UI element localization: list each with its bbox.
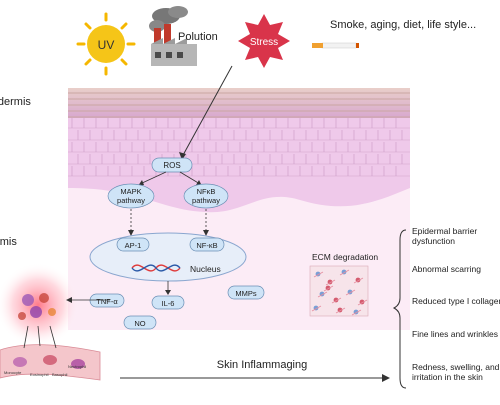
no-node [123,315,157,330]
mapk-label-line1: MAPK [120,187,141,196]
trigger-arrowhead [179,152,186,160]
dna-helix-icon [131,264,181,272]
outcome-wrinkles: Fine lines and wrinkles [412,329,498,339]
mapk-pathway-node [107,183,155,209]
trigger-arrow [181,65,233,158]
stress-label: Stress [250,37,278,48]
inflammaging-label: Skin Inflammaging [217,359,308,371]
blood-vessel [0,344,101,381]
ros-mapk-arrow [139,171,167,185]
nfkb-label-line2: pathway [192,196,220,205]
tnf-node [89,293,125,308]
cell-label-basophil: Basophil [52,372,67,377]
inflammation-glow [0,263,80,347]
cell-label-eosinophil: Eosinophil [30,372,49,377]
outcome-scarring: Abnormal scarring [412,264,481,274]
outcome-barrier: Epidermal barrier [412,226,477,236]
nfkb-nfkb-arrowhead [203,230,209,236]
ap1-node [116,237,150,252]
ros-label: ROS [163,161,180,170]
inflammaging-arrowhead [382,374,390,382]
ros-node [151,157,193,173]
epidermis-layer [68,90,410,213]
cell-label-monocyte: Monocyte [4,370,22,375]
outcome-brace [392,229,407,389]
outcome-redness-2: irritation in the skin [412,372,483,382]
nucleus-il6-arrowhead [165,290,171,295]
cytokine-to-cells-arrowhead [66,297,72,303]
il6-label: IL-6 [162,299,175,308]
immune-cells-icon [18,293,56,320]
stratum-corneum [68,88,410,118]
ros-nfkb-arrow [179,171,201,185]
mmps-node [227,285,265,300]
ap1-label: AP-1 [125,241,142,250]
outcome-collagen: Reduced type I collagen [412,296,500,306]
no-label: NO [134,319,145,328]
lifestyle-label: Smoke, aging, diet, life style... [330,19,476,31]
factory-pollution-icon: Polution [149,6,218,66]
cigarette-icon [312,42,359,49]
epidermis-label: Epidermis [0,96,31,108]
tnf-label: TNF-α [96,297,118,306]
nfkb-label-line1: NFκB [197,187,216,196]
outcome-redness: Redness, swelling, and [412,362,500,372]
ecm-label: ECM degradation [312,252,378,262]
nfkb-pathway-node [183,183,229,209]
mmps-label: MMPs [235,289,256,298]
nucleus-label: Nucleus [190,264,221,274]
mapk-ap1-arrowhead [128,230,134,236]
pollution-label: Polution [178,31,218,43]
stress-star-icon: Stress [238,14,290,68]
outcome-barrier-2: dysfunction [412,236,455,246]
mapk-label-line2: pathway [117,196,145,205]
keratinocyte-grid [68,127,410,177]
outcome-list: Epidermal barrier dysfunction Abnormal s… [412,226,500,382]
cell-label-neutrophil: Neutrophil [68,364,86,369]
uv-label: UV [98,38,115,52]
dermis-label: Dermis [0,236,17,248]
uv-sun-icon: UV [76,12,136,76]
nfkb-nuclear-label: NF-κB [196,241,217,250]
ecm-degradation-icon [309,265,369,317]
il6-node [151,295,185,310]
extravasation-arrows [23,325,57,349]
nfkb-nuclear-node [189,237,225,252]
